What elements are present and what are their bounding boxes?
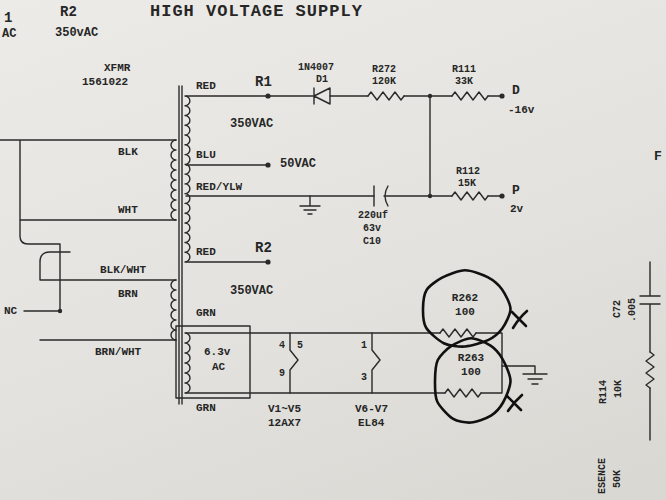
- terminal-dot: [265, 93, 270, 98]
- schematic-label: 120K: [372, 76, 396, 88]
- terminal-dot: [265, 162, 270, 167]
- schematic-label: 1: [4, 10, 12, 26]
- tube-heater-symbol: [290, 333, 380, 393]
- schematic-label: 15K: [458, 178, 476, 190]
- schematic-label: RED/YLW: [196, 181, 242, 194]
- schematic-label: .005: [627, 298, 639, 322]
- schematic-label: AC: [2, 28, 16, 42]
- schematic-label: GRN: [196, 307, 216, 320]
- wire: [429, 96, 430, 196]
- schematic-label: 220uf: [358, 210, 388, 222]
- schematic-label: BLU: [196, 149, 216, 162]
- circled-resistor: R263100: [432, 338, 510, 424]
- wire: [186, 164, 268, 165]
- schematic-label: 9: [279, 368, 285, 380]
- schematic-label: WHT: [118, 204, 138, 217]
- schematic-label: P: [512, 184, 520, 199]
- wire: [186, 261, 268, 262]
- resistor-symbol: [440, 329, 476, 337]
- schematic-label: RED: [196, 80, 216, 93]
- schematic-label: R272: [372, 64, 396, 76]
- marker-stroke: [435, 338, 511, 422]
- schematic-label: 350VAC: [230, 285, 273, 299]
- secondary-winding: [185, 96, 190, 262]
- schematic-label: 1561022: [82, 76, 128, 89]
- schematic-label: 350VAC: [230, 118, 273, 132]
- schematic-label: 1: [361, 340, 367, 352]
- resistor-symbol: [452, 92, 488, 100]
- primary-winding: [171, 280, 176, 340]
- schematic-label: F: [654, 150, 662, 165]
- schematic-label: 5: [297, 340, 303, 352]
- capacitor-symbol: [374, 186, 388, 206]
- schematic-label: RED: [196, 246, 216, 259]
- part-label: R263: [432, 352, 510, 365]
- schematic-label: 350vAC: [55, 27, 98, 41]
- section-title: HIGH VOLTAGE SUPPLY: [150, 2, 363, 22]
- schematic-label: D1: [316, 74, 328, 86]
- part-label: R262: [420, 292, 510, 305]
- schematic-label: 1N4007: [298, 62, 334, 74]
- schematic-label: EL84: [358, 417, 384, 430]
- terminal-dot: [499, 193, 504, 198]
- terminal-dot: [265, 259, 270, 264]
- resistor-symbol: [452, 192, 488, 200]
- schematic-label: R114: [598, 380, 610, 404]
- junction-dot: [428, 194, 432, 198]
- schematic-label: 12AX7: [268, 417, 301, 430]
- schematic-label: 3: [361, 372, 367, 384]
- diode-symbol: [314, 88, 330, 104]
- schematic-label: BRN: [118, 288, 138, 301]
- resistor-symbol: [445, 389, 481, 397]
- circled-resistor: R262100: [420, 270, 510, 348]
- schematic-label: C72: [612, 300, 624, 318]
- junction-dot: [428, 94, 432, 98]
- schematic-label: 50K: [612, 470, 624, 488]
- junction-dot: [58, 309, 62, 313]
- schematic-label: 50VAC: [280, 158, 316, 172]
- schematic-label: V6-V7: [355, 403, 388, 416]
- primary-winding: [171, 140, 176, 220]
- schematic-label: R1: [255, 74, 272, 90]
- heater-winding: [185, 333, 190, 393]
- part-label: 100: [432, 366, 510, 379]
- schematic-label: D: [512, 84, 520, 99]
- part-label: 100: [420, 306, 510, 319]
- ground-symbol: [300, 196, 320, 214]
- terminal-dot: [499, 93, 504, 98]
- heater-wire: [186, 333, 502, 393]
- schematic-label: GRN: [196, 402, 216, 415]
- schematic-label: C10: [363, 236, 381, 248]
- schematic-label: AC: [212, 361, 225, 374]
- schematic-label: R2: [60, 4, 77, 20]
- schematic-label: R112: [456, 166, 480, 178]
- marker-circle: [432, 338, 510, 424]
- transformer-core: [181, 86, 182, 404]
- schematic-label: 6.3v: [204, 346, 230, 359]
- schematic-label: XFMR: [104, 62, 130, 75]
- schematic-label: V1~V5: [268, 403, 301, 416]
- schematic-label: 33K: [455, 76, 473, 88]
- schematic-label: BRN/WHT: [95, 346, 141, 359]
- schematic-label: ESENCE: [597, 458, 609, 494]
- primary-wire: [0, 140, 176, 340]
- hand-x-mark: [512, 311, 527, 328]
- resistor-symbol: [368, 92, 404, 100]
- schematic-label: 2v: [510, 203, 523, 216]
- heater-box: [176, 326, 250, 398]
- schematic-label: 4: [279, 340, 285, 352]
- capacitor-symbol: [640, 262, 660, 440]
- schematic-label: -16v: [508, 104, 534, 117]
- transformer-core: [178, 86, 179, 404]
- schematic-label: BLK: [118, 146, 138, 159]
- schematic-label: R111: [452, 64, 476, 76]
- schematic-label: NC: [4, 305, 17, 318]
- schematic-label: BLK/WHT: [100, 264, 146, 277]
- schematic-label: 10K: [613, 380, 625, 398]
- hand-x-mark: [507, 395, 522, 411]
- schematic-label: 63v: [363, 223, 381, 235]
- schematic-label: R2: [255, 240, 272, 256]
- resistor-symbol: [646, 352, 654, 388]
